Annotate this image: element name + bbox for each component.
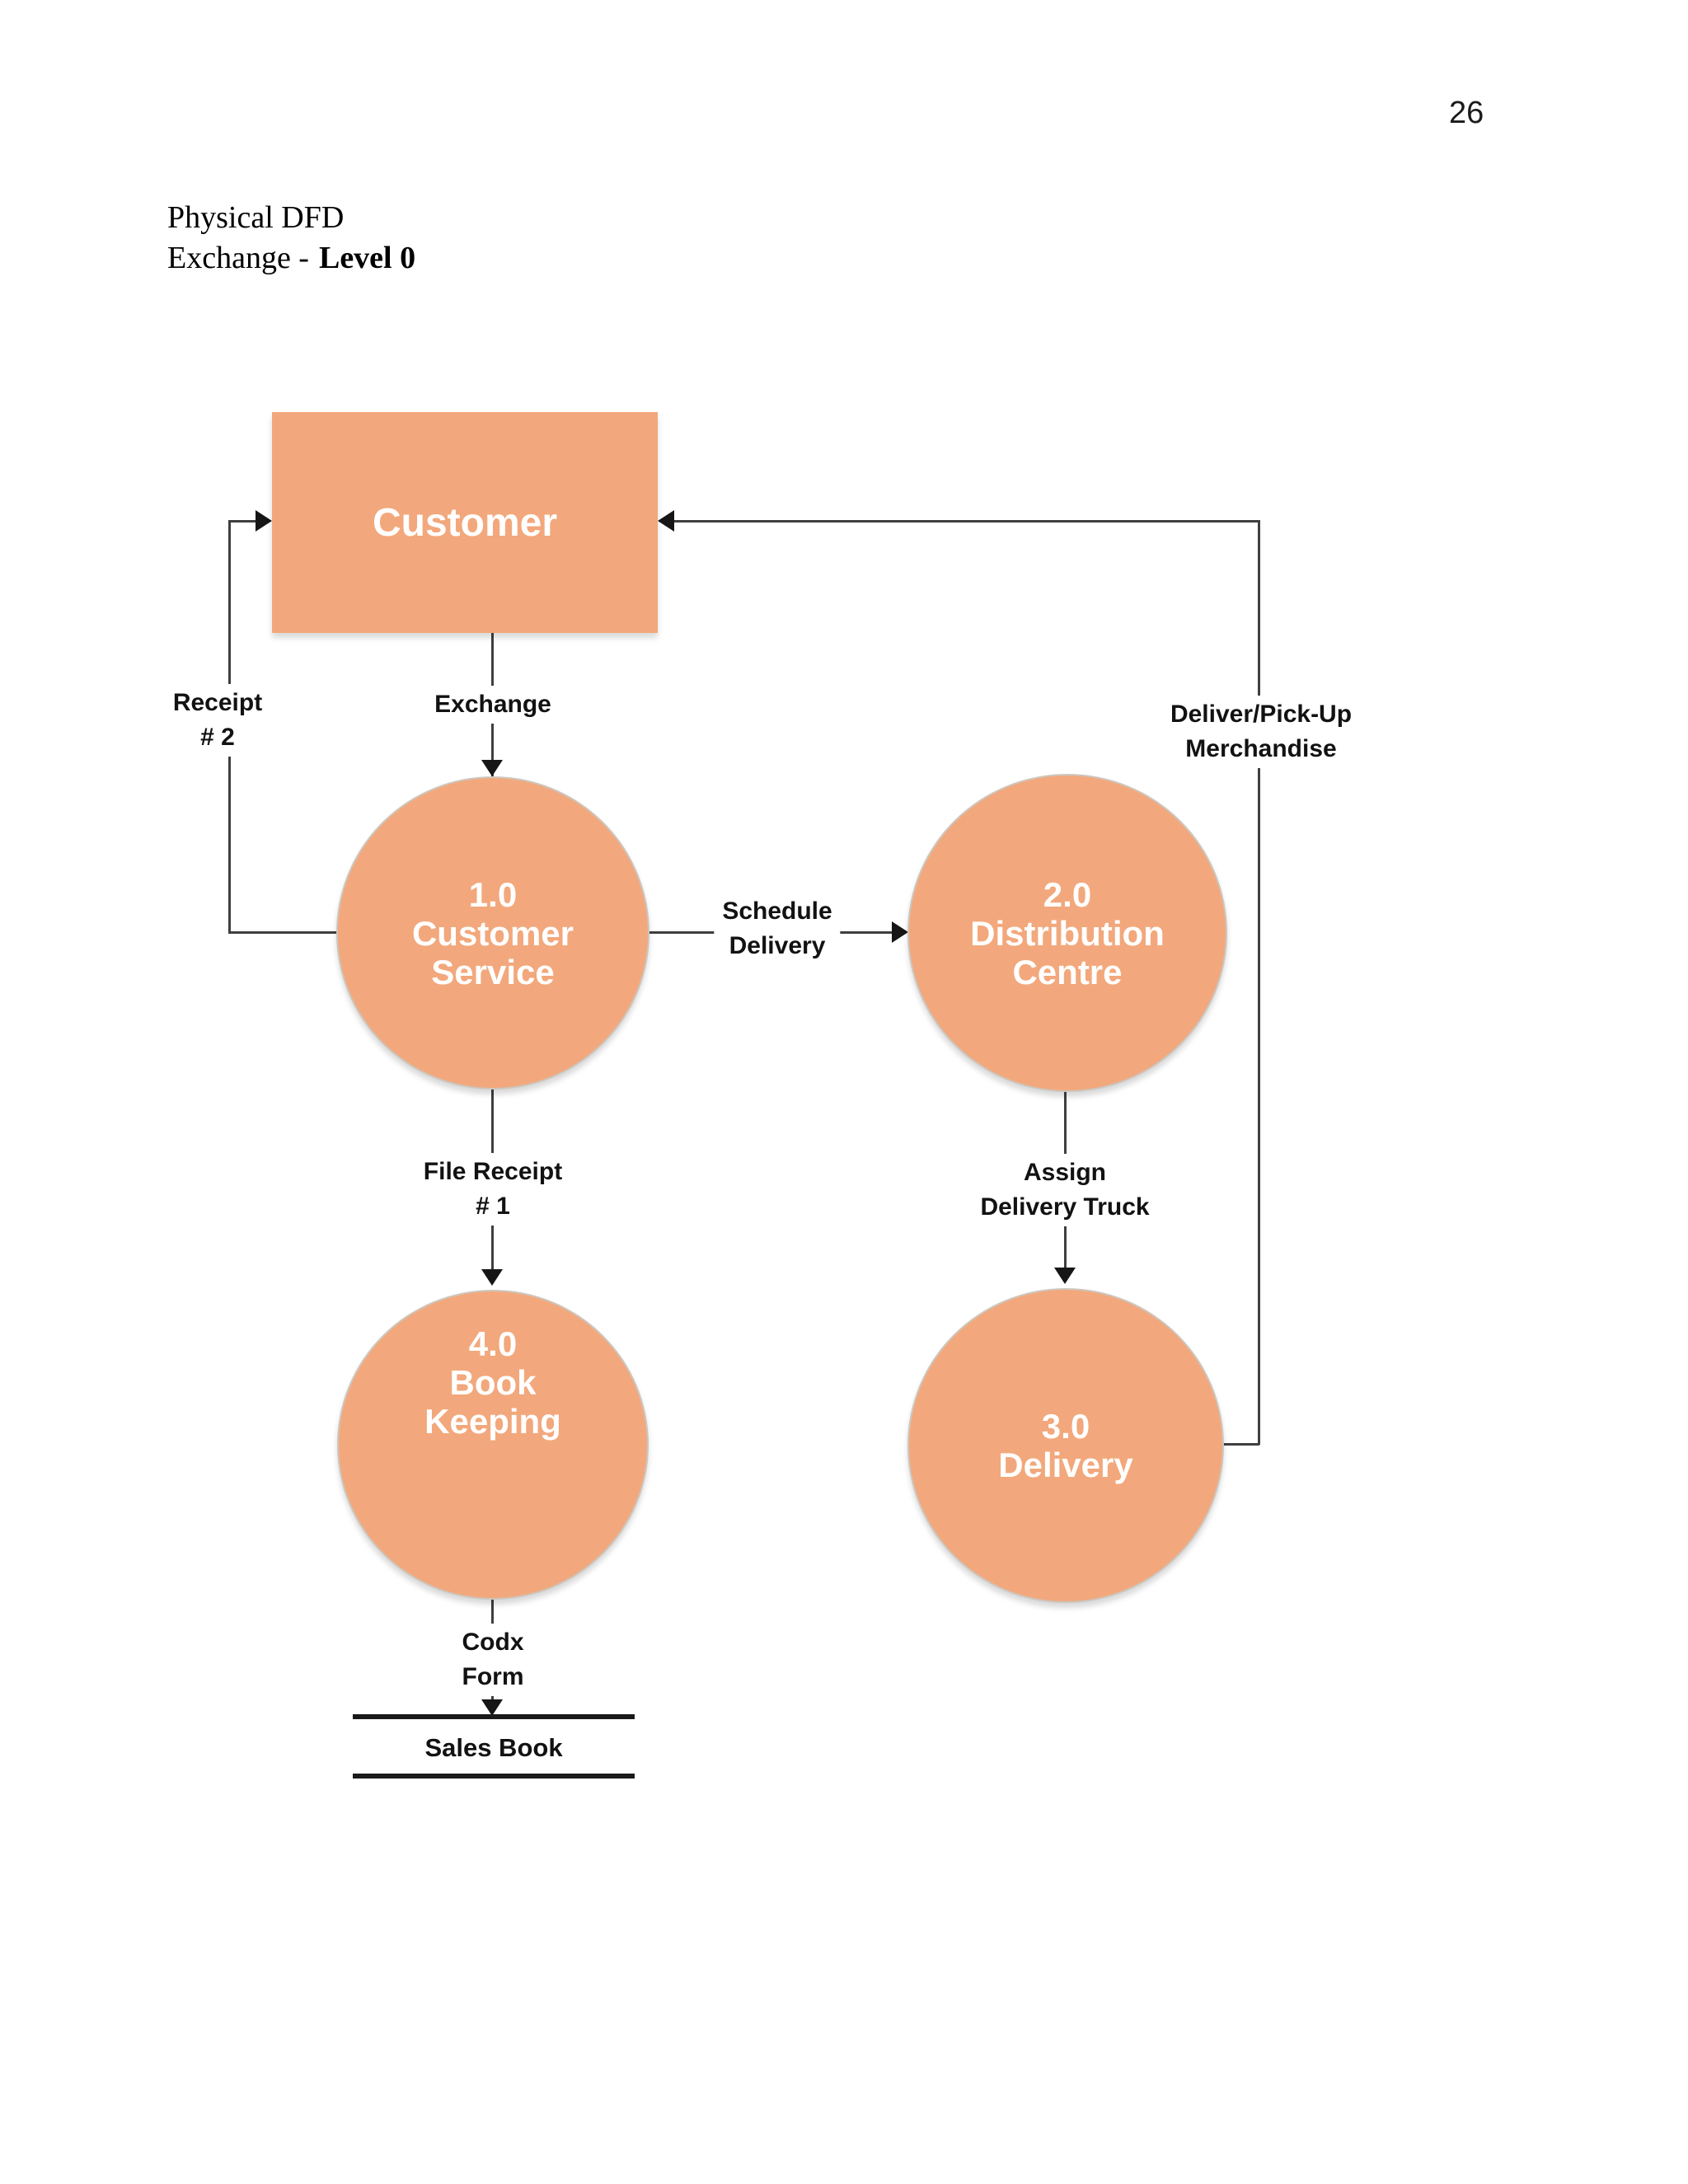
flow-label-line: Receipt	[172, 689, 263, 716]
process-4-book-keeping: 4.0 Book Keeping	[337, 1290, 649, 1600]
flow-line-receipt-2-into-customer	[228, 520, 258, 523]
arrowhead-deliver-pickup-icon	[658, 510, 674, 532]
arrowhead-codx-form-icon	[481, 1699, 503, 1716]
flow-label-exchange: Exchange	[426, 686, 560, 724]
flow-label-line: Schedule	[722, 898, 832, 925]
process-label-line: Book	[449, 1363, 537, 1402]
flow-label-line: Delivery	[729, 932, 826, 959]
process-2-distribution-centre: 2.0 Distribution Centre	[907, 774, 1227, 1092]
process-3-delivery: 3.0 Delivery	[907, 1288, 1224, 1603]
flow-label-line: Assign	[1023, 1159, 1107, 1186]
external-entity-customer: Customer	[272, 412, 658, 633]
flow-label-line: Form	[462, 1663, 524, 1690]
process-1-customer-service: 1.0 Customer Service	[336, 776, 649, 1090]
flow-line-deliver-pickup-into-customer	[673, 520, 1259, 523]
process-label-line: Centre	[1012, 952, 1123, 991]
flow-label-codx-form: Codx Form	[453, 1624, 532, 1696]
flow-label-line: Delivery Truck	[980, 1193, 1150, 1221]
heading-line-2: Exchange - Level 0	[167, 238, 415, 279]
process-label-line: Service	[431, 952, 555, 991]
flow-label-line: # 1	[476, 1193, 510, 1220]
flow-label-schedule-delivery: Schedule Delivery	[714, 893, 841, 965]
process-label-line: 1.0	[468, 874, 518, 914]
arrowhead-exchange-icon	[481, 760, 503, 776]
process-label-line: 4.0	[468, 1324, 518, 1363]
arrowhead-receipt-2-icon	[256, 510, 272, 532]
flow-label-line: # 2	[200, 724, 235, 751]
heading-line-2-normal: Exchange -	[167, 241, 309, 275]
external-entity-label: Customer	[372, 500, 558, 545]
page-number: 26	[1449, 96, 1484, 130]
process-label-line: Distribution	[970, 913, 1165, 953]
process-label-line: 3.0	[1041, 1407, 1090, 1446]
process-label-line: 2.0	[1043, 874, 1092, 914]
arrowhead-assign-delivery-truck-icon	[1054, 1268, 1076, 1284]
flow-label-line: Exchange	[434, 691, 551, 718]
document-heading: Physical DFD Exchange - Level 0	[167, 198, 415, 279]
flow-label-line: Deliver/Pick-Up	[1170, 701, 1353, 728]
flow-label-deliver-pickup-merchandise: Deliver/Pick-Up Merchandise	[1161, 696, 1361, 768]
flow-label-assign-delivery-truck: Assign Delivery Truck	[972, 1154, 1158, 1226]
flow-label-line: Codx	[462, 1629, 524, 1656]
flow-line-deliver-pickup-vertical	[1258, 520, 1260, 1445]
process-label-line: Keeping	[424, 1402, 561, 1441]
flow-label-file-receipt-1: File Receipt # 1	[415, 1153, 571, 1226]
flow-label-line: Merchandise	[1185, 735, 1337, 762]
flow-label-line: File Receipt	[423, 1158, 563, 1185]
heading-line-2-bold: Level 0	[318, 241, 416, 275]
process-label-line: Customer	[411, 913, 574, 953]
data-store-sales-book: Sales Book	[424, 1733, 563, 1762]
flow-label-receipt-2: Receipt # 2	[164, 684, 271, 757]
heading-line-1: Physical DFD	[167, 200, 345, 235]
flow-line-receipt-2-from-process	[228, 931, 337, 934]
data-store-bottom-line	[353, 1774, 635, 1779]
data-store-top-line	[353, 1714, 635, 1719]
process-label-line: Delivery	[998, 1446, 1133, 1484]
arrowhead-schedule-delivery-icon	[892, 921, 908, 943]
flow-line-deliver-pickup-from-delivery	[1222, 1443, 1259, 1446]
arrowhead-file-receipt-1-icon	[481, 1269, 503, 1286]
